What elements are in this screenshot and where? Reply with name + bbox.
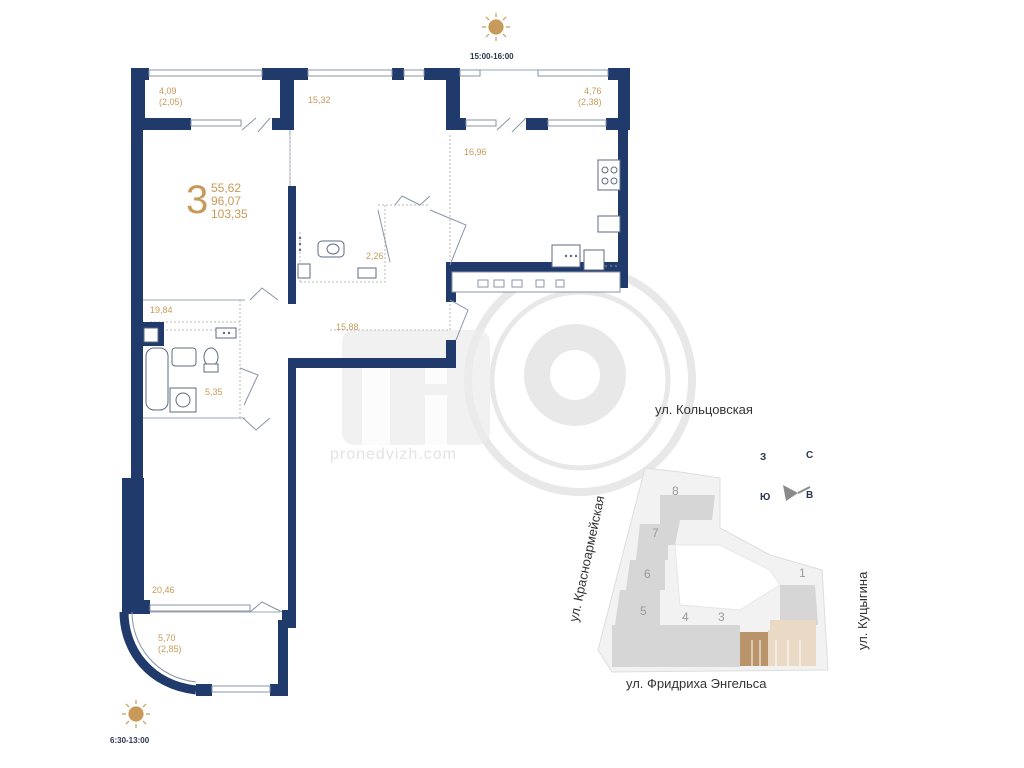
- building-number: 5: [640, 604, 647, 618]
- rooms-count: 3: [186, 178, 209, 222]
- sun-time-bottom: 6:30-13:00: [110, 736, 150, 745]
- area-bathroom: 5,35: [205, 387, 223, 397]
- compass-icon: [783, 485, 811, 501]
- area-kitchen: 16,96: [464, 147, 487, 157]
- sun-icon-bottom: [122, 700, 150, 728]
- compass-north: С: [806, 450, 814, 461]
- compass-south: Ю: [760, 492, 771, 503]
- area-summary: 55,62 96,07 103,35: [211, 182, 248, 221]
- building-number: 1: [799, 566, 806, 580]
- area-bedroom-sw: 20,46: [152, 585, 175, 595]
- total-area: 96,07: [211, 194, 242, 208]
- area-balcony-ne: 4,76 (2,38): [578, 86, 602, 107]
- area-room-top: 15,32: [308, 95, 331, 105]
- area-living-left: 19,84: [150, 305, 173, 315]
- area-hall: 15,88: [336, 322, 359, 332]
- building-number: 6: [644, 567, 651, 581]
- sun-icon-top: [482, 13, 510, 41]
- area-loggia-sw: 5,70 (2,85): [158, 633, 182, 654]
- building-number: 4: [682, 610, 689, 624]
- watermark-site: pronedvizh.com: [330, 446, 457, 463]
- building-number: 7: [652, 526, 659, 540]
- area-balcony-nw: 4,09 (2,05): [159, 86, 183, 107]
- sun-time-top: 15:00-16:00: [470, 52, 514, 61]
- area-wc: 2,26: [366, 251, 384, 261]
- total-with-balcony: 103,35: [211, 207, 248, 221]
- compass-east: В: [806, 490, 814, 501]
- street-north: ул. Кольцовская: [655, 402, 753, 417]
- street-south: ул. Фридриха Энгельса: [626, 676, 767, 691]
- building-number: 8: [672, 484, 679, 498]
- building-number: 3: [718, 610, 725, 624]
- street-east: ул. Куцыгина: [855, 571, 870, 650]
- compass-west: З: [760, 452, 767, 463]
- living-area: 55,62: [211, 181, 242, 195]
